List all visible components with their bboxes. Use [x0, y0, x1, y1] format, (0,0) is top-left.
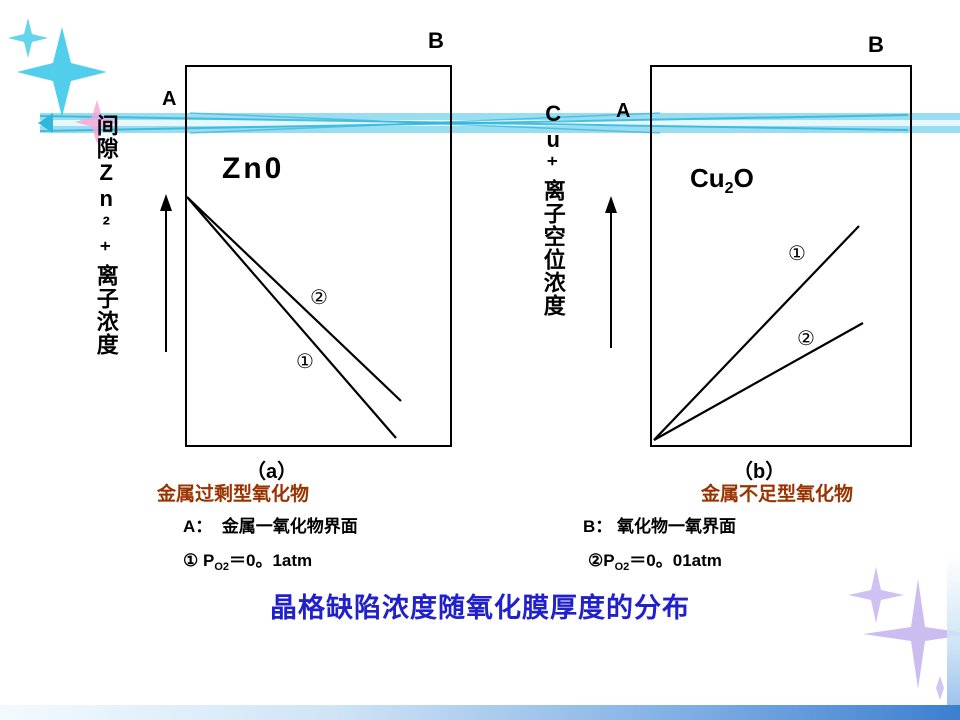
- left-curve-label-1: ①: [296, 351, 314, 373]
- right-type-label: 金属不足型氧化物: [701, 484, 854, 505]
- left-axis-label: 间隙Zn²⁺离子浓度: [93, 114, 119, 356]
- right-curve-label-2: ②: [797, 328, 815, 350]
- sparkle-lavender-dot-icon: [936, 676, 944, 700]
- right-caption: （b）: [733, 461, 786, 483]
- right-axis-arrow-head: [605, 196, 617, 213]
- left-plot-box: [185, 65, 452, 447]
- left-panel-a-label: A: [162, 88, 177, 110]
- left-compound-label: Zn0: [222, 152, 285, 185]
- left-panel-b-label: B: [428, 28, 444, 53]
- left-caption: （a）: [246, 461, 298, 483]
- pressure-subscript: O2: [214, 561, 229, 573]
- right-plot-box: [650, 65, 912, 447]
- pressure-prefix: ②P: [588, 551, 615, 570]
- slide-title: 晶格缺陷浓度随氧化膜厚度的分布: [270, 593, 690, 623]
- right-panel-b-label: B: [868, 32, 884, 57]
- right-curve-label-1: ①: [788, 243, 806, 265]
- right-panel-a-label: A: [616, 100, 631, 122]
- right-edge-gradient: [947, 555, 960, 705]
- band-start-diamond: [38, 113, 53, 133]
- bottom-edge-gradient: [0, 705, 960, 720]
- pressure-subscript: O2: [614, 561, 630, 573]
- right-pressure-note: ②PO2＝0。01atm: [588, 546, 722, 573]
- sparkle-large-cyan-icon: [17, 27, 107, 117]
- left-curve-label-2: ②: [310, 287, 328, 309]
- sparkle-small-cyan-icon: [8, 18, 48, 58]
- right-axis-label: Cu⁺离子空位浓度: [540, 101, 566, 317]
- compound-base: Cu: [690, 163, 725, 193]
- pressure-prefix: ① P: [183, 551, 215, 570]
- compound-tail: O: [733, 163, 754, 193]
- right-interface-note: B： 氧化物一氧界面: [583, 517, 736, 536]
- left-type-label: 金属过剩型氧化物: [157, 484, 310, 505]
- left-axis-arrow-head: [160, 194, 172, 211]
- left-pressure-note: ① PO2＝0。1atm: [183, 546, 312, 573]
- pressure-value: ＝0。01atm: [629, 551, 722, 570]
- pressure-value: ＝0。1atm: [229, 551, 313, 570]
- left-interface-note: A： 金属一氧化物界面: [183, 517, 358, 536]
- right-compound-label: Cu2O: [690, 163, 754, 198]
- compound-subscript: 2: [724, 180, 734, 197]
